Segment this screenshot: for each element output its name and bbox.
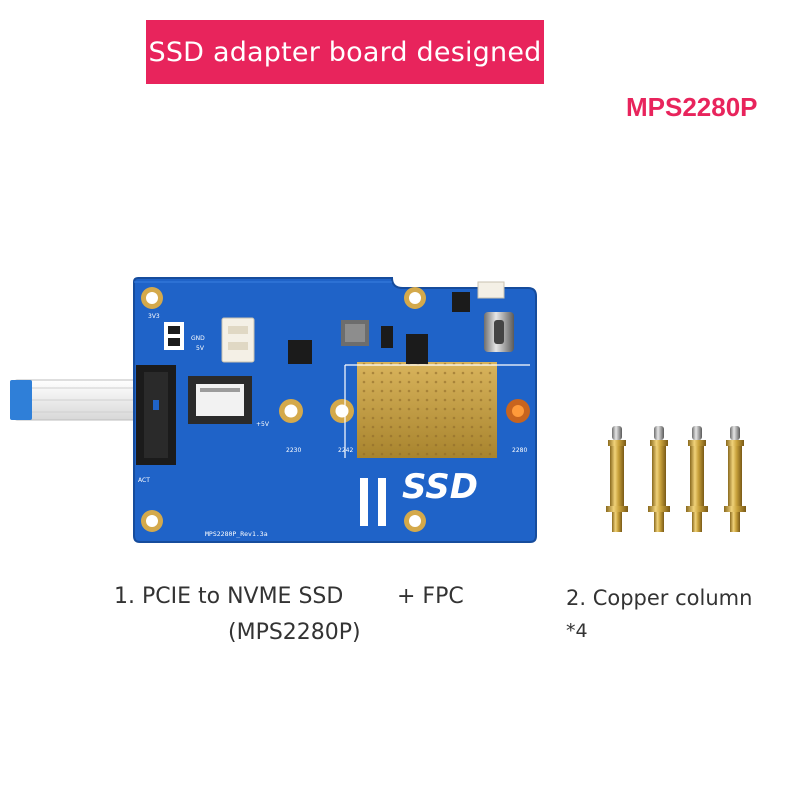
caption-item-1-model: (MPS2280P) [228, 620, 361, 645]
fpc-connector [188, 376, 252, 424]
silk-5v: 5V [196, 345, 205, 352]
silk-gnd: GND [191, 335, 205, 342]
copper-column-2 [648, 426, 670, 532]
usb-c-port [484, 312, 514, 352]
m2-slot-connector [136, 365, 176, 465]
silk-2230: 2230 [286, 447, 301, 454]
caption-item-1-fpc: + FPC [397, 584, 464, 609]
ssd-standoff-2242 [330, 399, 354, 423]
silk-3v3: 3V3 [148, 313, 160, 320]
mount-hole-top-right [404, 287, 426, 309]
mount-hole-top-left [141, 287, 163, 309]
copper-column-4 [724, 426, 746, 532]
mount-hole-bottom-left [141, 510, 163, 532]
caption-item-1: 1. PCIE to NVME SSD [114, 584, 344, 609]
model-name: MPS2280P [626, 92, 758, 122]
ic-chip-3 [406, 334, 428, 364]
ic-chip-2 [381, 326, 393, 348]
board-revision-label: MPS2280P_Rev1.3a [205, 530, 268, 538]
silk-act: ACT [138, 477, 150, 484]
ic-chip-4 [452, 292, 470, 312]
caption-item-2-qty: *4 [566, 620, 588, 642]
silk-5v-pad: +5V [256, 421, 270, 428]
ssd-standoff-2280 [506, 399, 530, 423]
ssd-silkscreen: SSD [402, 467, 478, 507]
adapter-board: SSD MPS2280P_Rev1.3a GND 5V ACT +5V 3V3 … [133, 277, 537, 543]
mount-hole-bottom-right [404, 510, 426, 532]
silk-2242: 2242 [338, 447, 353, 454]
banner-text: SSD adapter board designed [148, 36, 542, 68]
power-header [221, 317, 255, 363]
copper-column-1 [606, 426, 628, 532]
copper-columns [606, 426, 746, 532]
ic-chip-1 [288, 340, 312, 364]
fpc-cable-blue-end [10, 380, 32, 420]
title-banner: SSD adapter board designed [146, 20, 544, 84]
ssd-standoff-2230 [279, 399, 303, 423]
caption-item-2: 2. Copper column [566, 586, 753, 610]
silk-2280: 2280 [512, 447, 527, 454]
small-connector [477, 281, 505, 299]
copper-column-3 [686, 426, 708, 532]
jumper-3v3 [164, 322, 184, 350]
